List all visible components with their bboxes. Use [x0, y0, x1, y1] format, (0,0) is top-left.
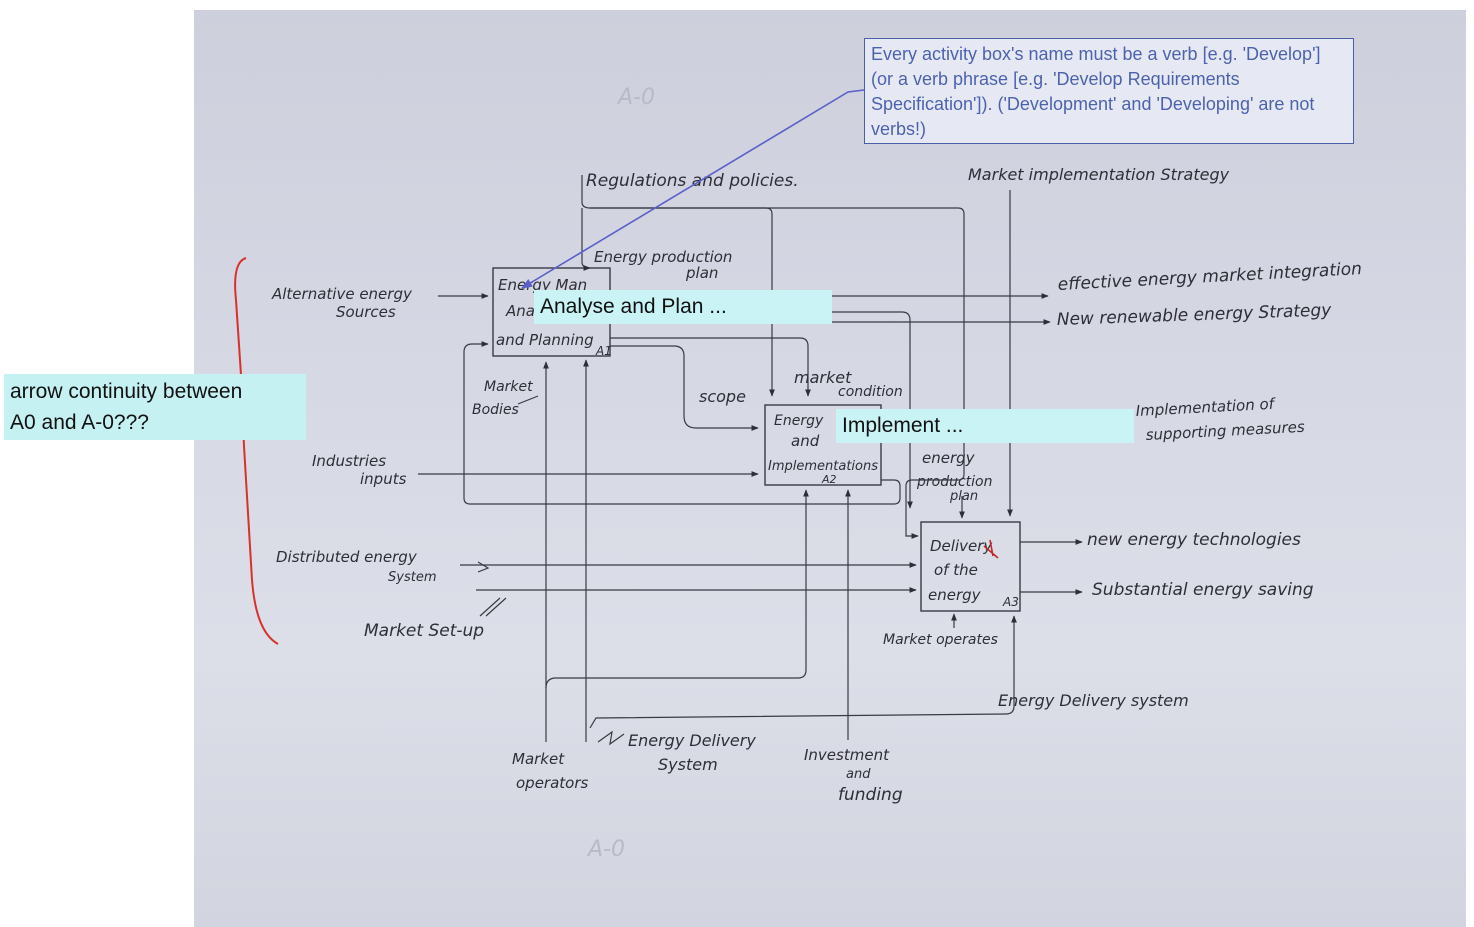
mech-investment-line3: funding: [838, 785, 903, 805]
input-distributed-line1: Distributed energy: [276, 548, 418, 566]
mech-delivery-system-right: Energy Delivery system: [998, 691, 1189, 710]
feedback-loops: [463, 311, 913, 509]
input-arrows: [418, 293, 917, 617]
control-market-cond-line2: condition: [838, 384, 903, 400]
input-distributed-line2: System: [388, 570, 436, 585]
a2-title-line2: and: [791, 432, 820, 450]
faint-mark-bottom: A-0: [586, 837, 625, 862]
a3-tag: A3: [1002, 595, 1019, 609]
output-renewable-strategy: New renewable energy Strategy: [1056, 300, 1332, 330]
input-alt-line1: Alternative energy: [271, 285, 413, 303]
annotation-note-text: Every activity box's name must be a verb…: [871, 44, 1321, 139]
a2-tag: A2: [821, 473, 837, 486]
a1-title-line3: and Planning: [496, 331, 594, 349]
red-brace: [227, 257, 279, 645]
output-energy-saving: Substantial energy saving: [1092, 580, 1314, 600]
red-correction-mark: [983, 539, 999, 559]
mech-operators-line2: operators: [516, 774, 589, 792]
control-market-bodies-line2: Bodies: [472, 402, 519, 418]
control-market-strategy: Market implementation Strategy: [968, 165, 1230, 184]
output-arrows: [832, 293, 1083, 595]
a1-tag: A1: [595, 344, 612, 358]
output-implementation-line1: Implementation of: [1135, 395, 1277, 420]
overlay-continuity-note: arrow continuity between A0 and A-0???: [4, 374, 306, 440]
mech-investment-line2: and: [846, 767, 871, 782]
faint-mark-top: A-0: [616, 85, 655, 110]
control-energy-plan-line1: Energy production: [594, 248, 732, 266]
output-new-technologies: new energy technologies: [1087, 530, 1301, 550]
mech-market-operates: Market operates: [883, 632, 998, 648]
a2-title-line1: Energy: [774, 413, 824, 429]
control-prod-plan-line3: plan: [949, 489, 978, 504]
a2-title-line3: Implementations: [768, 459, 878, 474]
mechanism-arrows: [543, 359, 1017, 746]
a1-title-line2: Ana: [505, 302, 535, 320]
input-industries-line1: Industries: [312, 452, 386, 470]
a1-title-line1: Energy Man: [498, 276, 587, 294]
overlay-implement-label: Implement ...: [836, 409, 1134, 443]
control-prod-plan-line2: production: [916, 474, 992, 490]
continuity-note-line2: A0 and A-0???: [10, 411, 149, 434]
control-market-bodies-line1: Market: [484, 379, 533, 395]
mech-investment-line1: Investment: [804, 746, 890, 764]
scanned-paper: [194, 10, 1466, 927]
continuity-note-line1: arrow continuity between: [10, 380, 243, 403]
mech-operators-line1: Market: [512, 750, 565, 768]
activity-box-a3: [920, 521, 1021, 612]
control-energy-plan-line2: plan: [685, 264, 718, 282]
control-prod-plan-line1: energy: [922, 449, 976, 467]
annotation-note: Every activity box's name must be a verb…: [864, 38, 1354, 144]
control-arrows: [517, 175, 1013, 539]
a3-title-line1: Delivery: [930, 537, 993, 555]
note-pointer-arrow: [521, 89, 865, 289]
input-market-setup: Market Set-up: [364, 621, 484, 641]
output-implementation-line2: supporting measures: [1145, 418, 1305, 444]
activity-box-a2: [764, 404, 882, 486]
overlay-analyse-label: Analyse and Plan ...: [534, 290, 832, 324]
control-scope: scope: [699, 387, 746, 406]
a3-title-line3: energy: [928, 586, 982, 604]
control-regulations: Regulations and policies.: [586, 171, 799, 191]
mech-delivery-line1: Energy Delivery: [628, 731, 756, 750]
input-industries-line2: inputs: [360, 470, 407, 488]
output-effective-integration: effective energy market integration: [1057, 259, 1362, 295]
a3-title-line2: of the: [934, 561, 978, 579]
mech-delivery-line2: System: [658, 755, 718, 774]
input-alt-line2: Sources: [336, 303, 396, 321]
